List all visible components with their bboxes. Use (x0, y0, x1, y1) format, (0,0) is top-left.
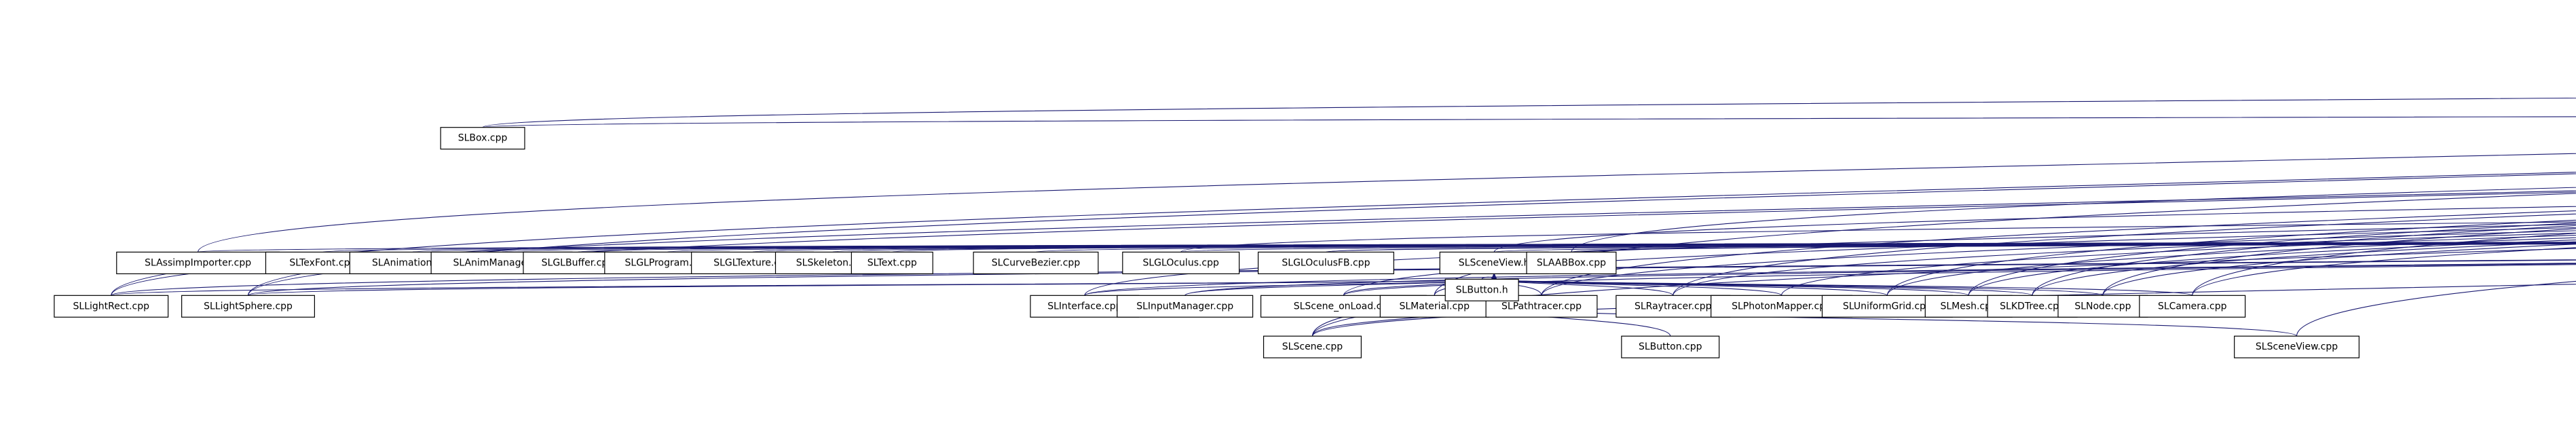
node-label: SLMaterial.cpp (1399, 301, 1470, 312)
edge-ray_h-mesh (1968, 223, 2576, 296)
node-label: SLSceneView.h (1459, 257, 1530, 268)
node-label: SLGLProgram.cpp (625, 257, 709, 268)
edge-oculus_h-gloculus_cpp (1180, 221, 2576, 252)
node-box[interactable] (1526, 251, 1617, 274)
node-label: SLSceneView.cpp (2256, 341, 2338, 352)
node-box[interactable] (2234, 335, 2360, 358)
node-text[interactable]: SLText.cpp (851, 251, 933, 274)
edge-ray_h-camera_cpp (2192, 233, 2576, 296)
node-label: SLScene_onLoad.cpp (1294, 301, 1394, 312)
edge-ray_h-node (2102, 228, 2576, 296)
node-label: SLScene.cpp (1282, 341, 1343, 352)
edge-scene_h-lightrect (111, 259, 2576, 296)
edge-sceneview_h-lightsphere (247, 278, 1495, 296)
node-label: SLLightRect.cpp (73, 301, 150, 312)
edge-sceneview_h-lightrect (111, 278, 1495, 296)
node-label: SLPathtracer.cpp (1501, 301, 1582, 312)
node-box[interactable] (851, 251, 933, 274)
node-label: SLPhotonMapper.cpp (1732, 301, 1831, 312)
edge-ray_h-raytracer (1673, 213, 2576, 296)
node-box[interactable] (440, 127, 525, 150)
edge-scene_h-gloculusfb_cpp (1325, 242, 2576, 252)
node-label: SLGLOculusFB.cpp (1282, 257, 1370, 268)
node-gloculusfb_cpp[interactable]: SLGLOculusFB.cpp (1257, 251, 1394, 274)
node-lightsphere[interactable]: SLLightSphere.cpp (181, 295, 315, 318)
node-label: SLLightSphere.cpp (204, 301, 293, 312)
edge-scene_h-inputmgr (1184, 263, 2576, 296)
edge-camera_h-photonmapper (1780, 235, 2576, 296)
node-label: SLInputManager.cpp (1136, 301, 1233, 312)
edge-scene_h-aabbox (1571, 243, 2576, 252)
node-label: SLGLBuffer.cpp (542, 257, 614, 268)
edge-camera_h-sceneview_h (1493, 206, 2576, 252)
node-label: SLUniformGrid.cpp (1843, 301, 1932, 312)
edge-material_h-box_cpp (482, 97, 2576, 128)
node-label: SLAssimpImporter.cpp (145, 257, 251, 268)
nodes-layer: SLGLGenericProgram.hSLMaterial.hSLRay.hS… (54, 127, 2360, 358)
node-label: SLButton.h (1456, 284, 1508, 295)
edge-camera_h-sceneview_cpp (2296, 280, 2576, 337)
node-label: SLBox.cpp (458, 133, 508, 144)
node-box[interactable] (1117, 295, 1254, 318)
node-box[interactable] (54, 295, 169, 318)
node-node[interactable]: SLNode.cpp (2057, 295, 2148, 318)
node-label: SLButton.cpp (1639, 341, 1702, 352)
node-label: SLMesh.cpp (1940, 301, 1997, 312)
node-label: SLSkeleton.cpp (796, 257, 869, 268)
edge-ray_h-aabbox (1571, 187, 2576, 252)
edge-camera_h-kdtree (2032, 241, 2576, 296)
node-label: SLCurveBezier.cpp (992, 257, 1081, 268)
edge-ray_h-uniformgrid (1886, 219, 2576, 296)
node-label: SLInterface.cpp (1047, 301, 1121, 312)
edge-sceneview_h-camera_cpp (1493, 278, 2193, 296)
edge-material_h-lightrect (111, 172, 2576, 296)
node-assimp[interactable]: SLAssimpImporter.cpp (116, 251, 280, 274)
node-label: SLKDTree.cpp (2000, 301, 2065, 312)
edge-sceneview_h-interface (1084, 278, 1495, 296)
edge-camera_h-uniformgrid (1886, 237, 2576, 296)
edge-oculusfb_h-sceneview_h (1493, 244, 2576, 252)
edge-camera_h-raytracer (1673, 232, 2576, 296)
node-box[interactable] (1257, 251, 1394, 274)
node-lightrect[interactable]: SLLightRect.cpp (54, 295, 169, 318)
edge-ray_h-kdtree (2032, 225, 2576, 296)
node-button_h[interactable]: SLButton.h (1444, 278, 1519, 301)
node-box[interactable] (1122, 251, 1240, 274)
node-aabbox[interactable]: SLAABBox.cpp (1526, 251, 1617, 274)
edge-material_h-assimp (198, 153, 2576, 252)
node-camera_cpp[interactable]: SLCamera.cpp (2139, 295, 2246, 318)
node-label: SLText.cpp (867, 257, 917, 268)
edge-ray_h-pathtracer (1541, 210, 2576, 296)
node-box[interactable] (2057, 295, 2148, 318)
node-label: SLRaytracer.cpp (1635, 301, 1712, 312)
node-box[interactable] (1621, 335, 1720, 358)
node-label: SLTexFont.cpp (289, 257, 356, 268)
edge-scene_h-lightsphere (247, 259, 2576, 296)
node-box[interactable] (181, 295, 315, 318)
node-label: SLGLOculus.cpp (1143, 257, 1220, 268)
edges-layer (111, 97, 2576, 337)
node-material_cpp[interactable]: SLMaterial.cpp (1379, 295, 1489, 318)
node-label: SLNode.cpp (2074, 301, 2131, 312)
node-label: SLGLTexture.cpp (713, 257, 791, 268)
node-sceneview_cpp[interactable]: SLSceneView.cpp (2234, 335, 2360, 358)
node-inputmgr[interactable]: SLInputManager.cpp (1117, 295, 1254, 318)
node-label: SLAABBox.cpp (1537, 257, 1606, 268)
node-box[interactable] (973, 251, 1099, 274)
node-label: SLCamera.cpp (2158, 301, 2227, 312)
node-curvebezier[interactable]: SLCurveBezier.cpp (973, 251, 1099, 274)
edge-oculusfb_h-gloculusfb_cpp (1325, 243, 2576, 252)
node-box[interactable] (1444, 278, 1519, 301)
node-box[interactable] (116, 251, 280, 274)
node-gloculus_cpp[interactable]: SLGLOculus.cpp (1122, 251, 1240, 274)
node-box[interactable] (1263, 335, 1362, 358)
node-button_cpp[interactable]: SLButton.cpp (1621, 335, 1720, 358)
node-box_cpp[interactable]: SLBox.cpp (440, 127, 525, 150)
edge-ray_h-box_cpp (482, 116, 2576, 128)
node-scene_cpp[interactable]: SLScene.cpp (1263, 335, 1362, 358)
edge-camera_h-mesh (1968, 239, 2576, 296)
node-box[interactable] (2139, 295, 2246, 318)
